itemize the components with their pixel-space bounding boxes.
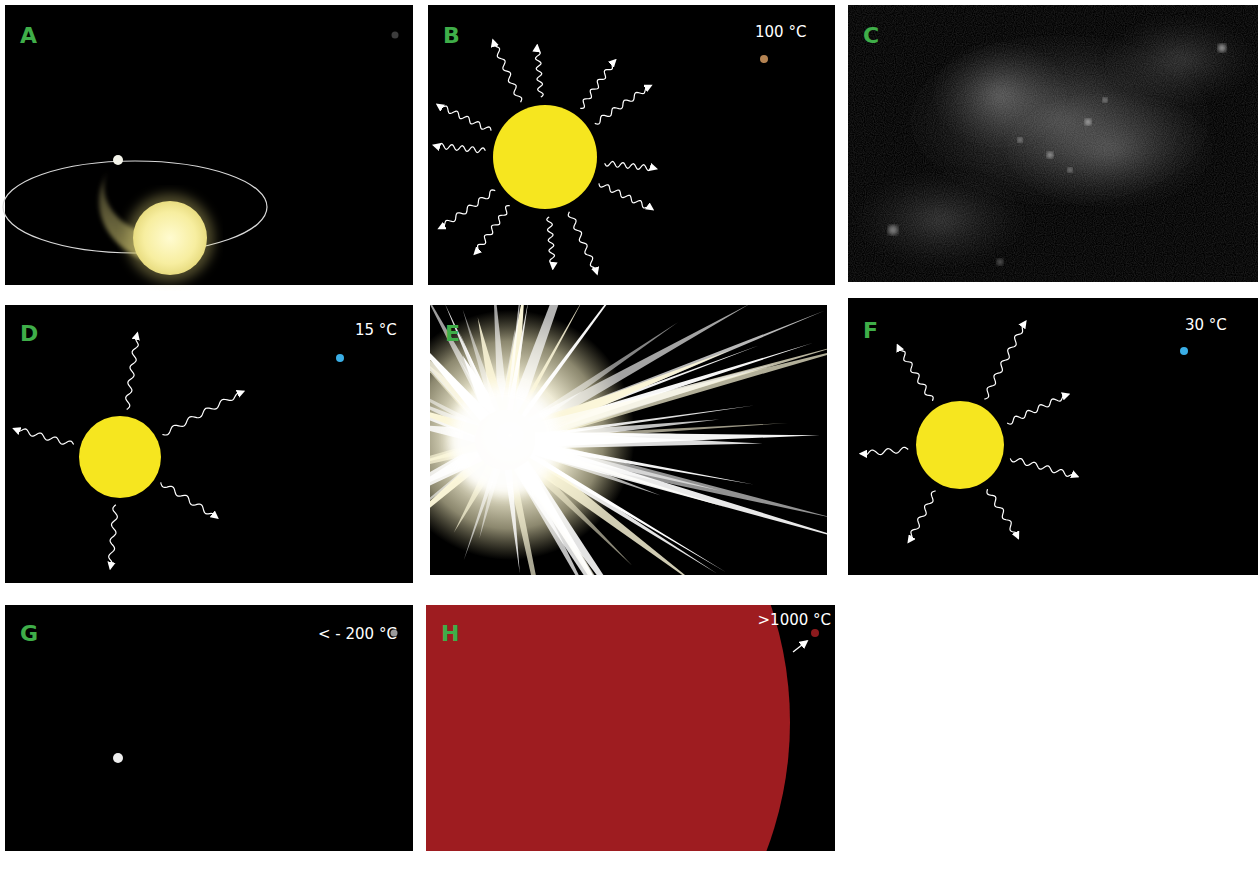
radiation-arrow xyxy=(493,40,522,102)
blast-ray xyxy=(532,442,827,545)
panel-ground xyxy=(5,5,413,285)
panel-letter: C xyxy=(863,23,879,49)
radiation-arrow xyxy=(908,491,935,542)
radiation-arrow xyxy=(536,45,544,97)
planet xyxy=(113,155,123,165)
radiation-arrow xyxy=(605,162,657,171)
panel-letter: G xyxy=(20,621,38,647)
radiation-arrow xyxy=(595,85,651,124)
radiation-arrow xyxy=(434,144,486,153)
star xyxy=(493,105,597,209)
temperature-label: >1000 °C xyxy=(758,607,831,633)
planet xyxy=(1180,347,1188,355)
panel-ground xyxy=(5,605,413,851)
pointer-arrow xyxy=(793,641,807,652)
star xyxy=(133,201,207,275)
radiation-arrow xyxy=(439,190,495,229)
temperature-label: 30 °C xyxy=(1185,312,1227,338)
panel: G < - 200 °C xyxy=(5,605,413,851)
temperature-label: 100 °C xyxy=(755,19,806,45)
radiation-arrows xyxy=(860,321,1077,542)
radiation-arrow xyxy=(580,60,615,109)
radiation-arrow xyxy=(1007,394,1069,424)
star xyxy=(113,753,123,763)
radiation-arrow xyxy=(897,345,933,401)
panel-ground xyxy=(5,305,413,583)
radiation-arrow xyxy=(568,212,597,274)
radiation-arrow xyxy=(547,217,555,269)
panel-letter: B xyxy=(443,23,460,49)
radiation-arrow xyxy=(1010,458,1078,476)
blast-ray xyxy=(532,363,777,439)
panel-letter: E xyxy=(445,321,460,347)
panel-letter: H xyxy=(441,621,459,647)
radiation-arrow xyxy=(162,391,243,435)
panel: A xyxy=(5,5,413,285)
star xyxy=(79,416,161,498)
radiation-arrow xyxy=(987,489,1018,538)
panel: E xyxy=(430,305,827,575)
radiation-arrow xyxy=(474,206,509,255)
panel-ground xyxy=(848,5,1258,282)
planet xyxy=(392,32,399,39)
radiation-arrow xyxy=(860,447,908,455)
panel-letter: D xyxy=(20,321,38,347)
panel-ground xyxy=(428,5,835,285)
temperature-label: 15 °C xyxy=(355,317,397,343)
panel-letter: A xyxy=(20,23,37,49)
radiation-arrows xyxy=(14,333,244,568)
radiation-arrow xyxy=(599,183,653,209)
panel: H >1000 °C xyxy=(426,605,835,851)
radiation-arrow xyxy=(161,482,218,518)
radiation-arrow xyxy=(984,321,1025,399)
panel-letter: F xyxy=(863,318,878,344)
panel: F 30 °C xyxy=(848,298,1258,575)
panel: B 100 °C xyxy=(428,5,835,285)
nebula xyxy=(848,5,1258,282)
red-giant xyxy=(426,605,790,851)
radiation-arrow xyxy=(437,104,491,130)
panel: D 15 °C xyxy=(5,305,413,583)
radiation-arrow xyxy=(109,505,118,569)
planet xyxy=(811,629,819,637)
star-glow xyxy=(126,194,214,282)
radiation-arrow xyxy=(126,333,139,409)
temperature-label: < - 200 °C xyxy=(318,621,397,647)
panel-ground xyxy=(848,298,1258,575)
radiation-arrow xyxy=(14,429,74,445)
planet xyxy=(760,55,768,63)
panel: C xyxy=(848,5,1258,282)
planet xyxy=(336,354,344,362)
supernova xyxy=(430,305,827,575)
star xyxy=(916,401,1004,489)
blast-ray xyxy=(533,443,720,491)
radiation-arrows xyxy=(434,40,657,274)
